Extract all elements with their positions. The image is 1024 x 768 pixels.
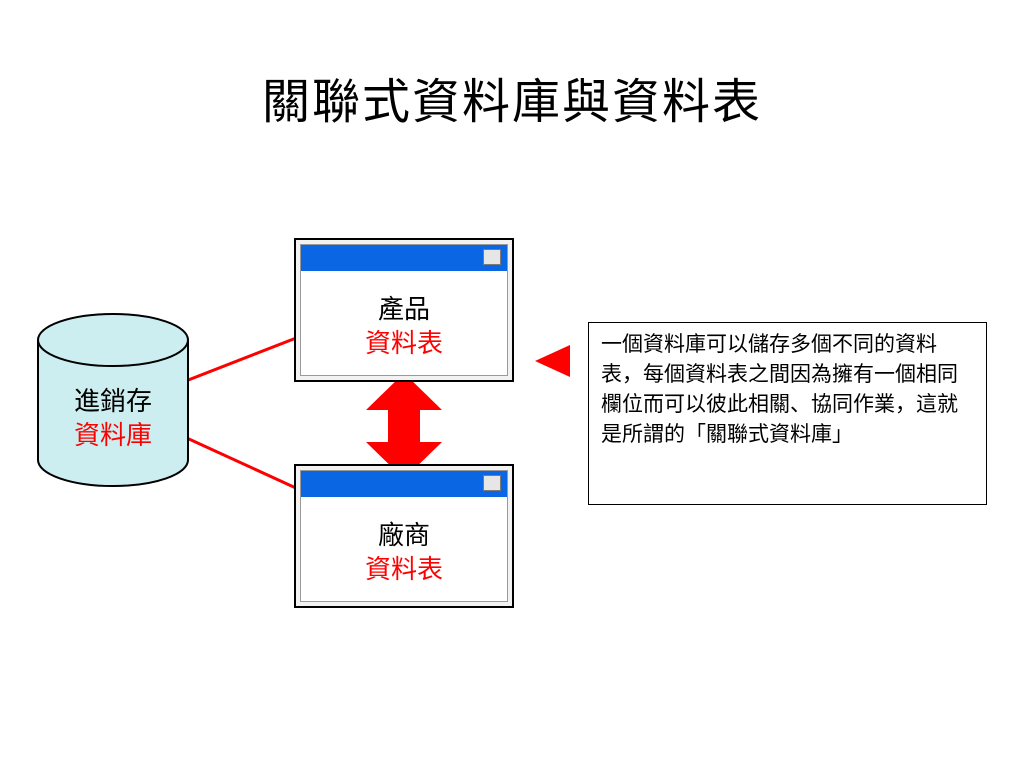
double-arrow-icon bbox=[366, 373, 442, 479]
vendor-table-name: 廠商 bbox=[377, 521, 430, 551]
window-titlebar bbox=[301, 245, 507, 271]
product-table-name: 產品 bbox=[377, 295, 430, 325]
vendor-table-window: 廠商 資料表 bbox=[294, 464, 514, 608]
product-table-window: 產品 資料表 bbox=[294, 238, 514, 382]
page-title: 關聯式資料庫與資料表 bbox=[261, 74, 762, 130]
window-titlebar bbox=[301, 471, 507, 497]
database-label: 進銷存 資料庫 bbox=[36, 385, 190, 453]
window-button-icon bbox=[483, 249, 501, 265]
product-table-type: 資料表 bbox=[364, 329, 443, 359]
vendor-table-type: 資料表 bbox=[364, 555, 443, 585]
connector-line-product bbox=[177, 331, 310, 386]
window-button-icon bbox=[483, 475, 501, 491]
description-box: 一個資料庫可以儲存多個不同的資料表，每個資料表之間因為擁有一個相同欄位而可以彼此… bbox=[588, 322, 987, 505]
database-type: 資料庫 bbox=[73, 421, 152, 451]
database-cylinder-icon bbox=[37, 313, 189, 487]
connector-line-vendor bbox=[177, 432, 310, 496]
database-name: 進銷存 bbox=[73, 387, 152, 417]
pointer-triangle-icon bbox=[535, 345, 570, 377]
